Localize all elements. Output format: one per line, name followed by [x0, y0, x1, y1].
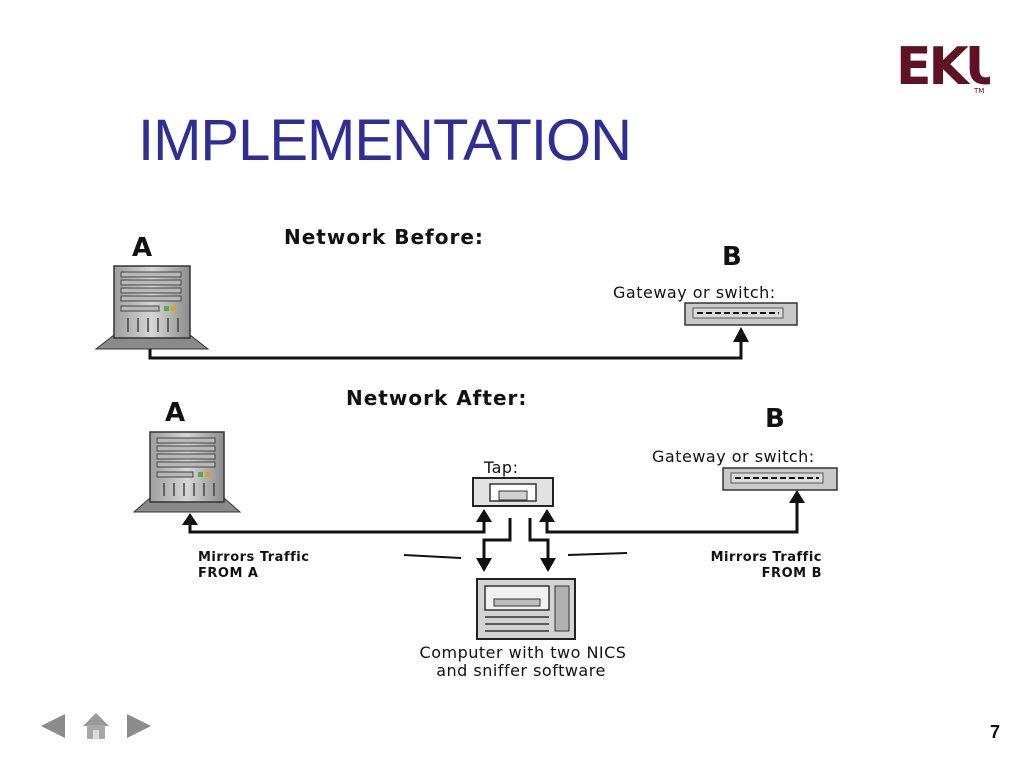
- slide-title: IMPLEMENTATION: [138, 108, 632, 173]
- house-icon: [83, 713, 109, 739]
- sniffer-computer-icon: [476, 578, 576, 640]
- mirror-a-label-line2: FROM A: [198, 566, 258, 581]
- mirror-b-label-line1: Mirrors Traffic: [711, 550, 822, 565]
- next-slide-button[interactable]: [124, 711, 154, 741]
- network-diagram: Network Before: A B Gateway or switch: N…: [94, 225, 838, 680]
- previous-slide-button[interactable]: [38, 711, 68, 741]
- after-gateway-label: Gateway or switch:: [652, 447, 815, 466]
- mirror-a-pointer: [403, 554, 462, 559]
- logo-text: EKU: [896, 37, 990, 96]
- tap-device-icon: [472, 477, 554, 507]
- after-tower-a-icon: [132, 431, 242, 513]
- slide-navigation: [38, 708, 170, 744]
- after-gateway-icon: [722, 467, 838, 491]
- mirror-arrows: [476, 518, 556, 572]
- before-node-a-label: A: [132, 233, 152, 263]
- mirror-b-pointer: [567, 552, 628, 556]
- after-node-b-label: B: [765, 404, 785, 434]
- logo-trademark: TM: [973, 87, 984, 95]
- tap-label: Tap:: [483, 458, 518, 477]
- before-node-b-label: B: [722, 242, 742, 272]
- tap-to-a-connection: [182, 509, 492, 534]
- before-connection-line: [148, 327, 749, 360]
- mirror-a-label-line1: Mirrors Traffic: [198, 550, 309, 565]
- network-after-heading: Network After:: [346, 386, 527, 410]
- page-number: 7: [989, 722, 1000, 742]
- eku-logo: EKU TM: [896, 37, 990, 96]
- mirror-b-label-line2: FROM B: [762, 566, 822, 581]
- before-tower-a-icon: [94, 265, 210, 350]
- triangle-right-icon: [127, 714, 151, 738]
- before-gateway-icon: [684, 302, 798, 326]
- network-before-heading: Network Before:: [284, 225, 484, 249]
- triangle-left-icon: [41, 714, 65, 738]
- home-button[interactable]: [82, 711, 110, 741]
- tap-to-b-connection: [539, 490, 805, 534]
- sniffer-label-line1: Computer with two NICS: [420, 643, 627, 662]
- sniffer-label-line2: and sniffer software: [436, 661, 606, 680]
- after-node-a-label: A: [165, 398, 185, 428]
- before-gateway-label: Gateway or switch:: [613, 283, 776, 302]
